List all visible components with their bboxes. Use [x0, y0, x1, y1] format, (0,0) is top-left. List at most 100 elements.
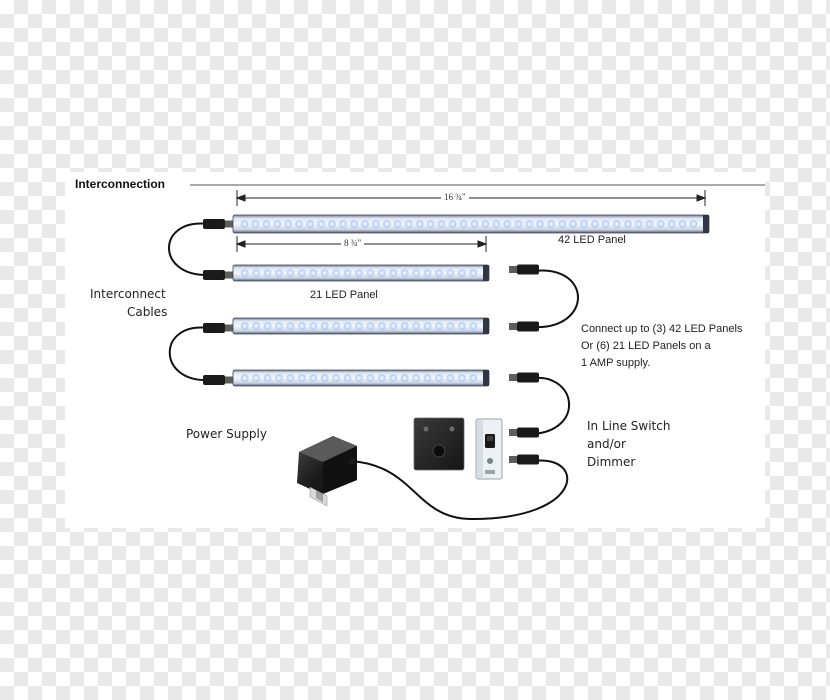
- led-icon: [275, 269, 283, 277]
- led-icon: [400, 269, 409, 277]
- led-icon: [400, 374, 409, 382]
- led-icon: [286, 322, 295, 330]
- 21-led-panel: [232, 369, 490, 387]
- led-icon: [332, 322, 341, 330]
- led-icon: [263, 322, 272, 330]
- led-icon: [389, 322, 398, 330]
- led-icon: [343, 322, 352, 330]
- led-icon: [297, 269, 306, 277]
- led-icon: [343, 269, 352, 277]
- led-icon: [240, 220, 249, 228]
- led-icon: [240, 374, 249, 382]
- led-icon: [569, 220, 577, 228]
- led-icon: [412, 322, 421, 330]
- led-icon: [252, 269, 261, 277]
- switch-label-line3: Dimmer: [587, 455, 636, 469]
- led-icon: [412, 269, 421, 277]
- led-icon: [377, 374, 386, 382]
- dimension-long-label: 16 ¾": [441, 192, 469, 202]
- led-icon: [446, 374, 455, 382]
- interconnect-label-line2: Cables: [127, 305, 168, 319]
- led-icon: [343, 374, 352, 382]
- dimmer-cable: [349, 459, 569, 521]
- led-icon: [309, 269, 318, 277]
- led-icon: [469, 322, 478, 330]
- led-icon: [309, 374, 318, 382]
- dimension-short-label: 8 ¾": [341, 238, 365, 248]
- interconnect-cable-left-1: [168, 222, 209, 277]
- interconnect-label-line1: Interconnect: [90, 287, 166, 301]
- led-icon: [448, 220, 457, 228]
- connector: [509, 372, 539, 383]
- led-icon: [328, 220, 337, 228]
- led-icon: [240, 269, 249, 277]
- led-icon: [400, 322, 409, 330]
- led-icon: [459, 220, 468, 228]
- connectors: [203, 219, 539, 465]
- led-icon: [689, 220, 698, 228]
- connector: [509, 264, 539, 275]
- diagram-heading: Interconnection: [75, 177, 166, 191]
- led-icon: [355, 374, 363, 382]
- led-icon: [389, 269, 398, 277]
- led-icon: [286, 374, 295, 382]
- led-icon: [446, 322, 455, 330]
- led-icon: [332, 269, 341, 277]
- interconnect-cable-right-1: [532, 269, 579, 329]
- led-icon: [503, 220, 512, 228]
- led-icon: [591, 220, 599, 228]
- connector: [203, 323, 233, 333]
- led-icon: [457, 322, 466, 330]
- led-icon: [426, 220, 435, 228]
- led-icon: [656, 220, 665, 228]
- led-icon: [361, 220, 369, 228]
- connect-note-line3: 1 AMP supply.: [581, 357, 651, 369]
- switch-label-line1: In Line Switch: [587, 419, 671, 433]
- led-icon: [547, 220, 556, 228]
- led-panels: [232, 214, 710, 387]
- 21-led-panel: [232, 317, 490, 335]
- switch-plate-icon: [413, 417, 465, 471]
- connect-note-line2: Or (6) 21 LED Panels on a: [581, 340, 711, 352]
- led-icon: [339, 220, 347, 228]
- led-icon: [382, 220, 391, 228]
- led-icon: [435, 269, 443, 277]
- led-icon: [457, 374, 466, 382]
- label-42-led-panel: 42 LED Panel: [558, 234, 626, 246]
- power-supply-label: Power Supply: [186, 427, 267, 441]
- connector: [203, 270, 233, 280]
- led-icon: [320, 322, 329, 330]
- led-icon: [470, 220, 479, 228]
- led-icon: [469, 269, 478, 277]
- led-icon: [580, 220, 588, 228]
- led-icon: [284, 220, 293, 228]
- led-icon: [645, 220, 654, 228]
- led-icon: [393, 220, 402, 228]
- power-adapter-icon: [297, 436, 357, 507]
- led-icon: [437, 220, 446, 228]
- led-icon: [275, 322, 283, 330]
- led-icon: [306, 220, 315, 228]
- led-icon: [558, 220, 567, 228]
- led-icon: [297, 374, 306, 382]
- led-icon: [286, 269, 295, 277]
- led-icon: [623, 220, 632, 228]
- led-icon: [355, 269, 363, 277]
- led-icon: [412, 374, 421, 382]
- led-icon: [295, 220, 304, 228]
- dimension-long-arrow: [235, 190, 707, 206]
- interconnect-cable-left-2: [168, 326, 209, 382]
- led-icon: [263, 374, 272, 382]
- led-icon: [317, 220, 326, 228]
- led-icon: [377, 322, 386, 330]
- connector: [509, 427, 539, 438]
- led-icon: [667, 220, 676, 228]
- led-icon: [423, 269, 432, 277]
- led-icon: [389, 374, 398, 382]
- switch-label-line2: and/or: [587, 437, 626, 451]
- led-icon: [366, 374, 375, 382]
- connector: [203, 375, 233, 385]
- connect-note-line1: Connect up to (3) 42 LED Panels: [581, 323, 743, 335]
- led-icon: [601, 220, 610, 228]
- led-icon: [492, 220, 501, 228]
